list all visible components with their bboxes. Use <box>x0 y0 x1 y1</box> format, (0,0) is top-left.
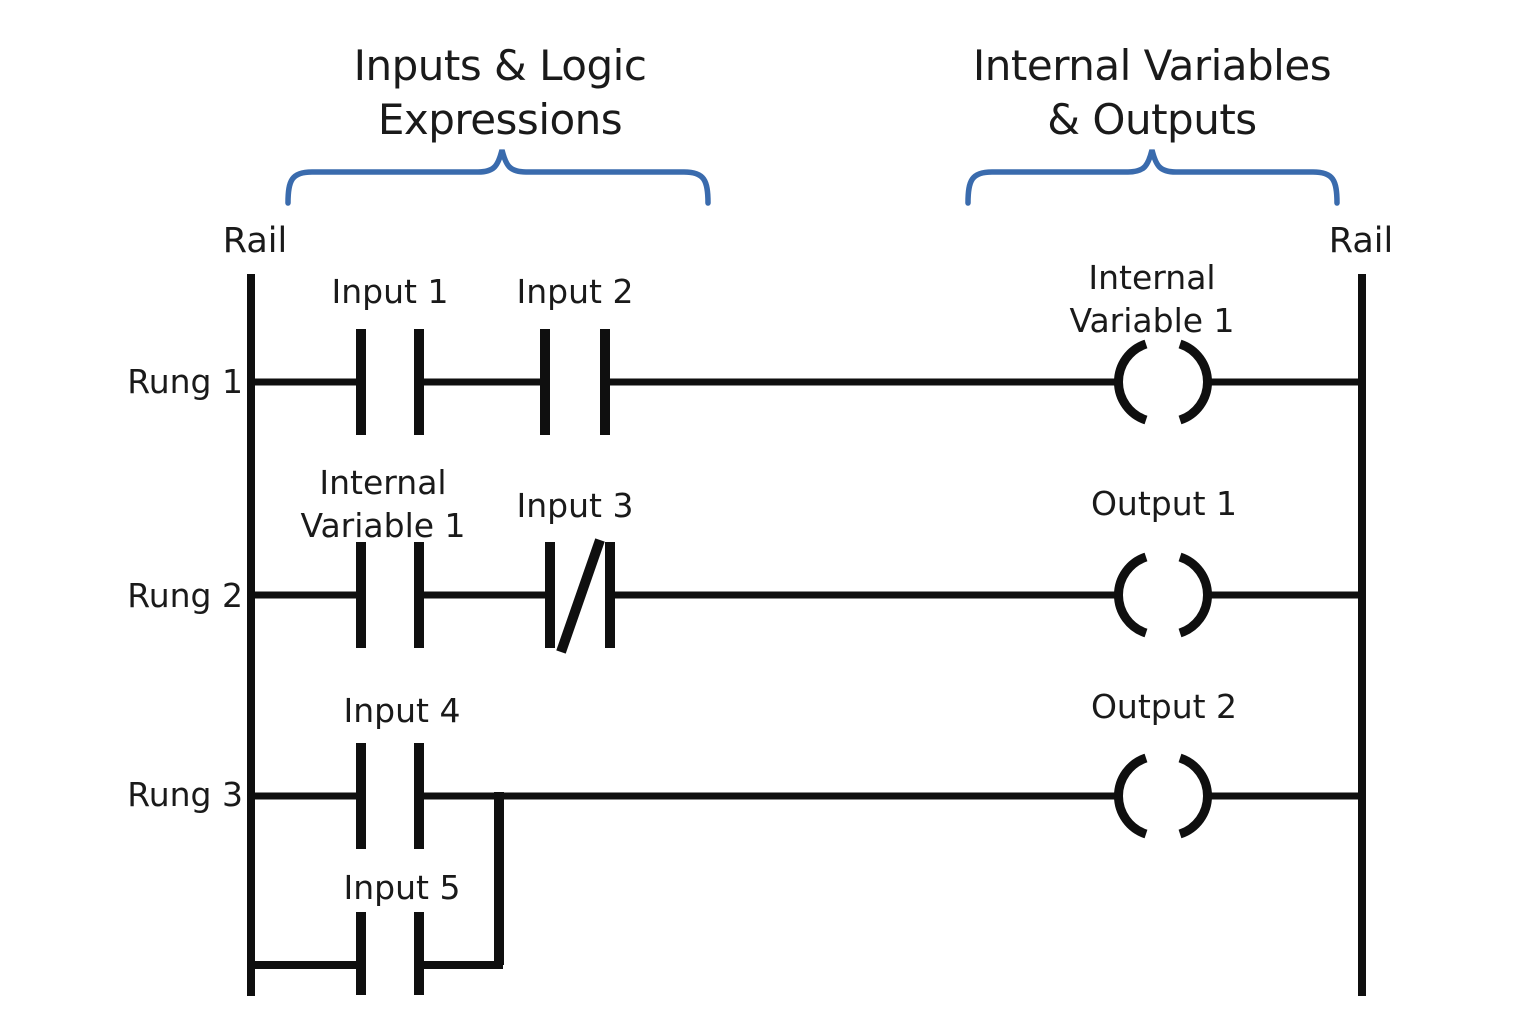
header-right-line2: & Outputs <box>1047 95 1256 144</box>
coil-paren-left <box>1113 339 1148 425</box>
coil-internal-variable-1: Internal Variable 1 <box>1069 258 1235 425</box>
coil-paren-right <box>1178 552 1213 638</box>
rung-1-label: Rung 1 <box>127 362 243 401</box>
brace-left-icon <box>285 149 711 206</box>
right-rail: Rail <box>1329 221 1393 996</box>
coil-label-line1: Internal <box>1088 258 1215 297</box>
no-contact-input-5: Input 5 <box>344 868 461 995</box>
rung-3-label: Rung 3 <box>127 775 243 814</box>
left-rail: Rail <box>223 221 287 996</box>
coil-output-1: Output 1 <box>1091 484 1237 638</box>
input-4-label: Input 4 <box>344 691 461 730</box>
rung-1: Rung 1 Input 1 Input 2 Internal Variable… <box>127 258 1362 435</box>
output-1-label: Output 1 <box>1091 484 1237 523</box>
left-rail-label: Rail <box>223 221 287 261</box>
rung-2: Rung 2 Internal Variable 1 Input 3 Outpu… <box>127 463 1362 654</box>
header-right-line1: Internal Variables <box>973 41 1331 90</box>
brace-right-icon <box>965 149 1340 206</box>
no-contact-input-2: Input 2 <box>517 272 634 435</box>
no-contact-internal-variable-1: Internal Variable 1 <box>300 463 466 648</box>
input-1-label: Input 1 <box>332 272 449 311</box>
input-3-label: Input 3 <box>517 486 634 525</box>
rung-3: Rung 3 Input 4 Output 2 Input 5 <box>127 687 1362 995</box>
header-internal-outputs: Internal Variables & Outputs <box>965 41 1340 206</box>
rung-2-label: Rung 2 <box>127 576 243 615</box>
coil-paren-right <box>1178 753 1213 839</box>
output-2-label: Output 2 <box>1091 687 1237 726</box>
no-contact-input-1: Input 1 <box>332 272 449 435</box>
header-inputs-logic: Inputs & Logic Expressions <box>285 41 711 206</box>
header-left-line1: Inputs & Logic <box>354 41 647 90</box>
coil-paren-left <box>1113 552 1148 638</box>
nc-slash-icon <box>556 538 605 654</box>
coil-label-line2: Variable 1 <box>1069 301 1234 340</box>
coil-paren-right <box>1178 339 1213 425</box>
input-2-label: Input 2 <box>517 272 634 311</box>
coil-paren-left <box>1113 753 1148 839</box>
nc-contact-input-3: Input 3 <box>517 486 634 654</box>
contact-label-line1: Internal <box>319 463 446 502</box>
input-5-label: Input 5 <box>344 868 461 907</box>
coil-output-2: Output 2 <box>1091 687 1237 839</box>
parallel-branch: Input 5 <box>251 792 504 995</box>
header-left-line2: Expressions <box>378 95 622 144</box>
contact-label-line2: Variable 1 <box>300 506 465 545</box>
right-rail-label: Rail <box>1329 221 1393 261</box>
no-contact-input-4: Input 4 <box>344 691 461 849</box>
